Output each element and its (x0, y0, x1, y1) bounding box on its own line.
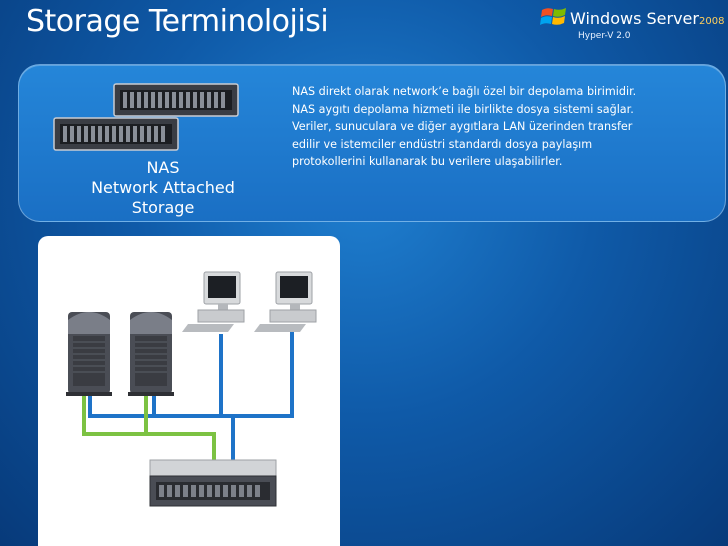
nas-description: NAS direkt olarak network’e bağlı özel b… (292, 85, 637, 169)
windows-flag-icon (540, 8, 566, 25)
logo-version: 2008 R2 (698, 16, 728, 27)
nas-label-line: Network Attached (91, 178, 235, 197)
nas-label-line: Storage (131, 198, 195, 217)
slide-title: Storage Terminolojisi (26, 4, 329, 39)
storage-links (82, 386, 216, 464)
desktop-computer-icon (182, 271, 245, 332)
lan-links (88, 326, 294, 464)
desktop-computer-icon (254, 271, 317, 332)
nas-diagram (38, 236, 340, 546)
nas-label-line: NAS (146, 158, 180, 177)
nas-label: NAS Network Attached Storage (78, 158, 248, 218)
nas-rack-units-icon (53, 83, 239, 151)
windows-server-logo: Windows Server2008 R2 Hyper-V 2.0 (540, 4, 728, 44)
tower-server-icon (66, 312, 112, 396)
logo-subtitle: Hyper-V 2.0 (578, 31, 631, 41)
tower-server-icon (128, 312, 174, 396)
nas-appliance-icon (149, 459, 277, 507)
logo-brand: Windows Server (570, 9, 699, 28)
